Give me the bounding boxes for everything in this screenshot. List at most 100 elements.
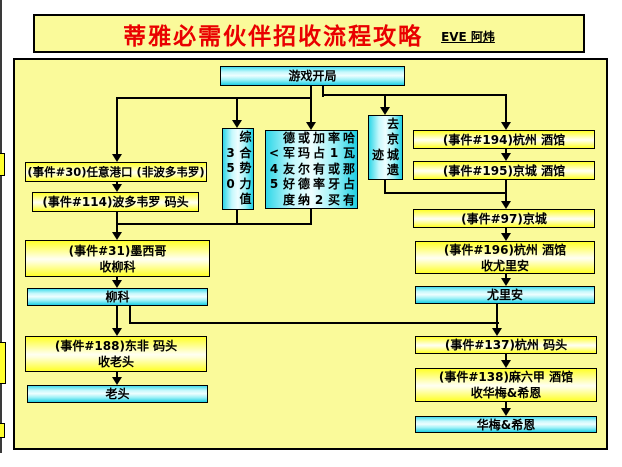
clipped-box-fragment bbox=[0, 342, 6, 384]
connector-line bbox=[505, 226, 507, 234]
vertical-text-row: 值 bbox=[223, 192, 253, 208]
clipped-box-fragment bbox=[0, 153, 5, 176]
vertical-text-row: 遗 bbox=[371, 163, 401, 179]
connector-line bbox=[129, 304, 131, 324]
arrow-down-icon bbox=[501, 201, 511, 209]
node-label: (事件#188)东非 码头 bbox=[54, 339, 178, 353]
node-label: 尤里安 bbox=[486, 288, 523, 302]
connector-line bbox=[116, 210, 118, 225]
node-label: 收尤里安 bbox=[480, 258, 529, 273]
vertical-text-char bbox=[371, 163, 386, 179]
connector-line bbox=[310, 207, 312, 224]
vertical-text-char: 加 bbox=[312, 130, 325, 145]
arrow-down-icon bbox=[501, 360, 511, 368]
vertical-text-char: 度 bbox=[282, 192, 295, 207]
vertical-text-char: 综 bbox=[239, 130, 252, 145]
vertical-text-char: 率 bbox=[312, 177, 325, 192]
vertical-text-char: 买 bbox=[327, 192, 340, 207]
vertical-text-char: 力 bbox=[239, 176, 252, 191]
connector-line bbox=[322, 85, 324, 97]
node-label: (事件#196)杭州 酒馆 bbox=[443, 242, 567, 257]
vertical-text-char: 尔 bbox=[297, 161, 310, 176]
screen-edge-line bbox=[0, 0, 2, 453]
node-label: (事件#97)京城 bbox=[461, 211, 547, 226]
vertical-text-char: 哈 bbox=[342, 130, 355, 145]
vertical-text-char: 占 bbox=[342, 177, 355, 192]
node-label: (事件#138)麻六甲 酒馆 bbox=[438, 370, 574, 384]
vertical-text-char bbox=[267, 131, 282, 146]
connector-line bbox=[129, 322, 499, 324]
arrow-down-icon bbox=[112, 154, 122, 162]
vertical-text-char: 友 bbox=[282, 161, 295, 176]
vertical-text-char: < bbox=[268, 146, 280, 161]
node-label: (事件#195)京城 酒馆 bbox=[442, 163, 566, 178]
connector-line bbox=[116, 304, 118, 329]
vertical-text-char: 4 bbox=[269, 161, 279, 176]
connector-line bbox=[384, 192, 507, 194]
vertical-text-char: 瓦 bbox=[342, 146, 355, 161]
vertical-text-char: 迹 bbox=[371, 147, 384, 162]
arrow-down-icon bbox=[501, 122, 511, 130]
connector-line bbox=[116, 223, 312, 225]
node-event-196: (事件#196)杭州 酒馆 收尤里安 bbox=[415, 241, 595, 274]
vertical-text-char bbox=[223, 130, 238, 146]
title-banner: 蒂雅必需伙伴招收流程攻略 EVE 阿炜 bbox=[33, 14, 585, 53]
node-label: (事件#31)墨西哥 bbox=[68, 243, 167, 258]
vertical-text-char: 纳 bbox=[297, 192, 310, 207]
connector-line bbox=[236, 98, 238, 121]
node-label: 收华梅&希恩 bbox=[470, 386, 542, 400]
node-label: 收柳科 bbox=[99, 259, 136, 274]
node-go-capital-ruins: 去京迹城遗 bbox=[368, 115, 403, 180]
node-partner-youlian: 尤里安 bbox=[415, 286, 595, 304]
arrow-down-icon bbox=[232, 120, 242, 128]
node-label: 游戏开局 bbox=[288, 69, 337, 83]
vertical-text-row: 综 bbox=[223, 130, 253, 146]
vertical-text-char: 遗 bbox=[386, 163, 399, 177]
vertical-text-char: 有 bbox=[312, 161, 325, 176]
page-title: 蒂雅必需伙伴招收流程攻略 bbox=[123, 23, 424, 50]
vertical-text-char bbox=[223, 192, 238, 208]
node-partner-huamei-xien: 华梅&希恩 bbox=[415, 416, 597, 433]
connector-line bbox=[116, 223, 118, 233]
node-event-31: (事件#31)墨西哥 收柳科 bbox=[25, 240, 210, 277]
connector-line bbox=[322, 94, 507, 96]
vertical-text-char: 德 bbox=[297, 177, 310, 192]
connector-line bbox=[116, 370, 118, 378]
vertical-text-char: 1 bbox=[329, 146, 339, 161]
connector-line bbox=[116, 98, 118, 154]
vertical-text-char bbox=[371, 132, 386, 148]
node-label: 柳科 bbox=[105, 290, 130, 304]
vertical-text-char bbox=[371, 117, 386, 133]
arrow-down-icon bbox=[501, 233, 511, 241]
vertical-text-char bbox=[267, 193, 282, 208]
vertical-text-char: 5 bbox=[226, 161, 235, 176]
node-label: (事件#137)杭州 码头 bbox=[444, 338, 568, 352]
connector-line bbox=[116, 97, 312, 99]
connector-line bbox=[384, 178, 386, 194]
vertical-text-char: 占 bbox=[312, 146, 325, 161]
node-game-start: 游戏开局 bbox=[220, 66, 405, 86]
arrow-down-icon bbox=[112, 328, 122, 336]
vertical-text-row: 德或加率哈 bbox=[267, 130, 357, 146]
vertical-text-char: 去 bbox=[386, 116, 399, 131]
node-event-137: (事件#137)杭州 码头 bbox=[415, 336, 597, 354]
vertical-text-char: 城 bbox=[386, 147, 399, 162]
vertical-text-char: 势 bbox=[239, 161, 252, 176]
vertical-text-char: 牙 bbox=[327, 177, 340, 192]
connector-line bbox=[310, 85, 312, 122]
vertical-text-char: 或 bbox=[327, 161, 340, 176]
arrow-down-icon bbox=[501, 278, 511, 286]
vertical-text-char: 合 bbox=[239, 145, 252, 160]
connector-line bbox=[505, 272, 507, 279]
node-event-194: (事件#194)杭州 酒馆 bbox=[413, 130, 595, 149]
vertical-text-char: 有 bbox=[342, 192, 355, 207]
vertical-text-row: 迹城 bbox=[371, 148, 401, 164]
vertical-text-char: 或 bbox=[297, 130, 310, 145]
arrow-down-icon bbox=[501, 153, 511, 161]
